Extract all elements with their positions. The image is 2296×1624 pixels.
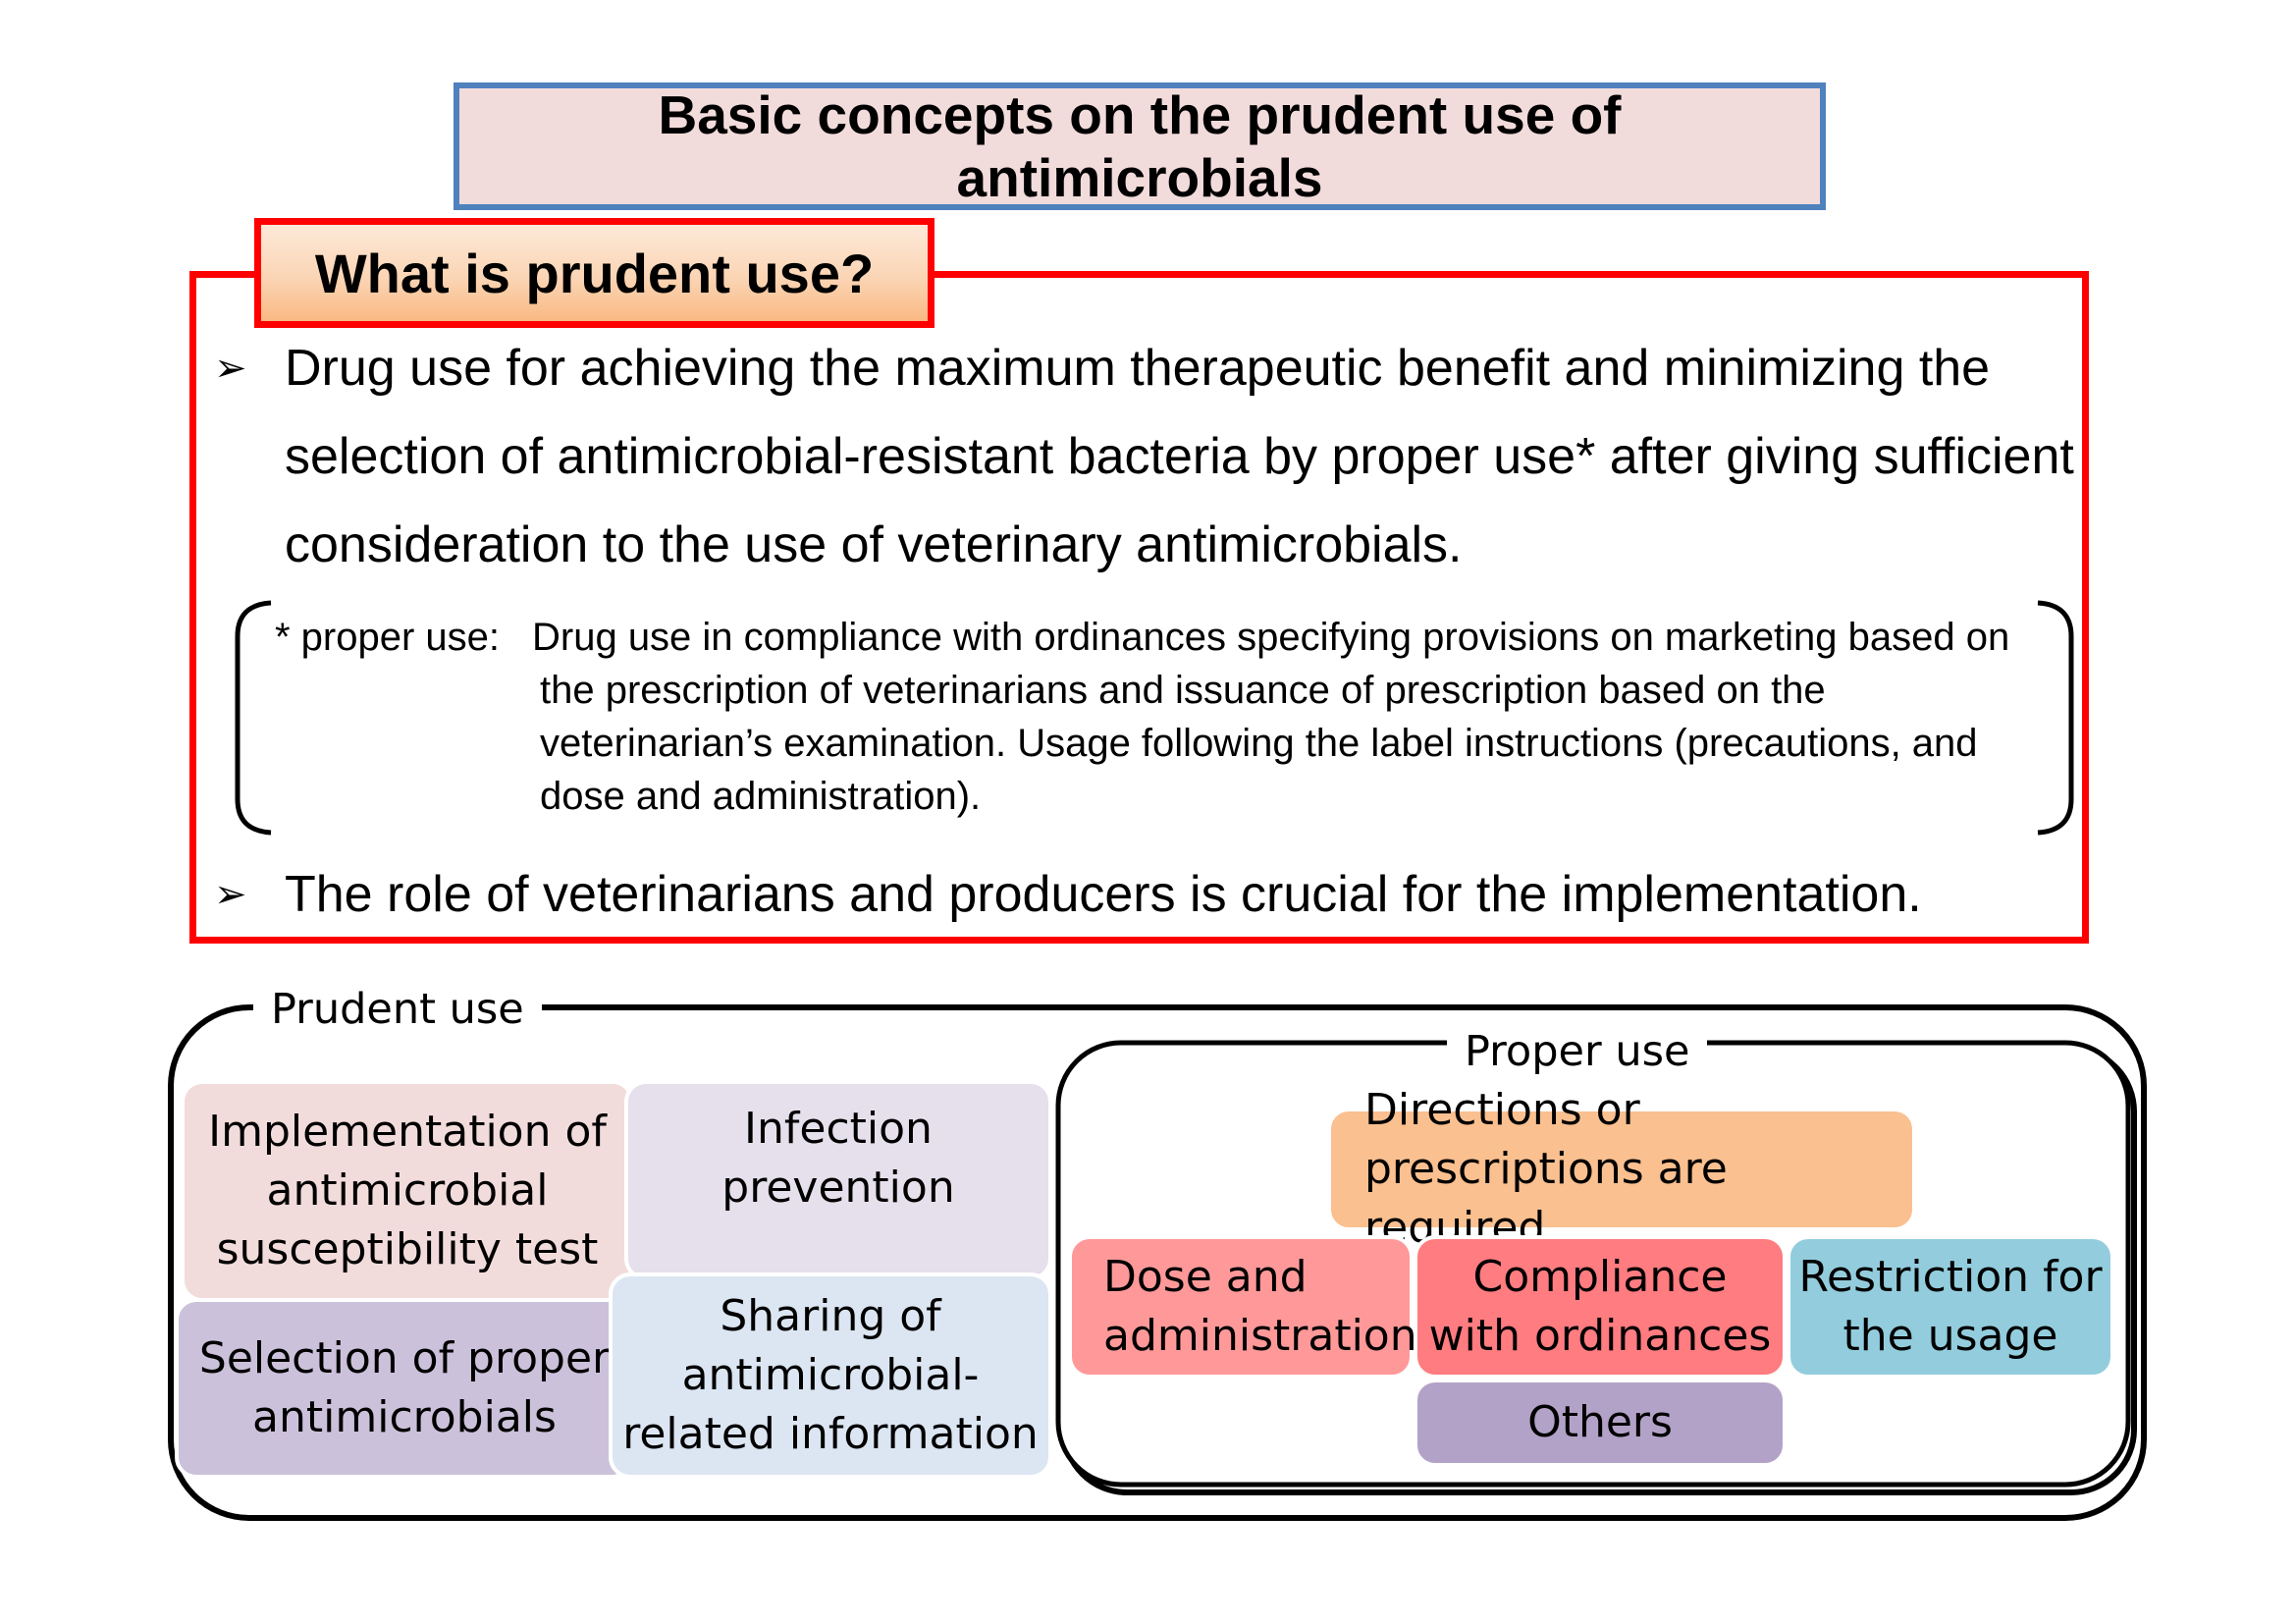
page-title: Basic concepts on the prudent use of ant… <box>454 82 1826 210</box>
bullet-implementation: The role of veterinarians and producers … <box>285 866 1922 923</box>
compliance-ordinances-text: Compliance with ordinances <box>1428 1252 1772 1361</box>
susceptibility-test-box: Implementation of antimicrobial suscepti… <box>181 1080 634 1302</box>
question-tab: What is prudent use? <box>254 218 934 328</box>
information-sharing-text: Sharing of antimicrobial-related informa… <box>622 1291 1039 1459</box>
infection-prevention-box: Infection prevention <box>624 1080 1052 1280</box>
footnote-definition-text: Drug use in compliance with ordinances s… <box>532 616 2010 818</box>
footnote-definition: Drug use in compliance with ordinances s… <box>532 611 2061 823</box>
information-sharing-box: Sharing of antimicrobial-related informa… <box>609 1272 1052 1479</box>
usage-restriction-text: Restriction for the usage <box>1798 1252 2103 1361</box>
proper-antimicrobials-text: Selection of proper antimicrobials <box>198 1333 611 1442</box>
question-text: What is prudent use? <box>314 242 875 304</box>
dose-administration-box: Dose and administration <box>1068 1235 1417 1379</box>
prudent-use-label: Prudent use <box>253 985 542 1034</box>
others-text: Others <box>1527 1397 1673 1447</box>
footnote-brackets <box>235 600 2074 836</box>
susceptibility-test-text: Implementation of antimicrobial suscepti… <box>208 1107 607 1274</box>
directions-prescriptions-box: Directions or prescriptions are required <box>1327 1085 1916 1253</box>
title-text: Basic concepts on the prudent use of ant… <box>658 84 1622 208</box>
bullet-definition: Drug use for achieving the maximum thera… <box>285 340 2074 573</box>
usage-restriction-box: Restriction for the usage <box>1787 1235 2114 1379</box>
compliance-ordinances-box: Compliance with ordinances <box>1414 1235 1787 1379</box>
infection-prevention-text: Infection prevention <box>721 1104 955 1213</box>
footnote-term: * proper use: <box>275 616 501 659</box>
prudent-use-outline <box>168 1004 2147 1521</box>
proper-use-label: Proper use <box>1447 1027 1708 1076</box>
bullet-arrow-icon: ➢ <box>214 347 247 390</box>
directions-prescriptions-text: Directions or prescriptions are required <box>1364 1085 1728 1253</box>
proper-antimicrobials-box: Selection of proper antimicrobials <box>175 1298 634 1479</box>
dose-administration-text: Dose and administration <box>1103 1252 1417 1361</box>
bullet-arrow-icon: ➢ <box>214 873 247 916</box>
others-box: Others <box>1414 1379 1787 1467</box>
definition-box <box>189 271 2089 944</box>
